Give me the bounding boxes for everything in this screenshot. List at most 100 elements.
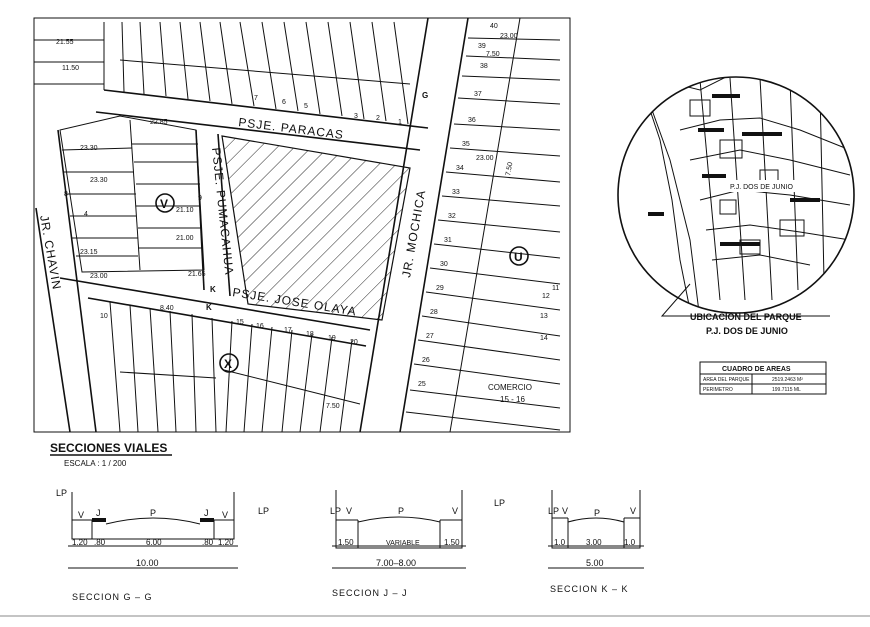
section-cut-k-label-2: K bbox=[206, 303, 212, 312]
svg-text:7.00–8.00: 7.00–8.00 bbox=[376, 558, 416, 568]
section-marker-x: X bbox=[219, 353, 239, 373]
lots-right-block bbox=[405, 17, 561, 433]
svg-text:31: 31 bbox=[444, 237, 452, 244]
svg-text:8.40: 8.40 bbox=[160, 305, 174, 312]
svg-text:23.00: 23.00 bbox=[476, 155, 494, 162]
location-title: UBICACION DEL PARQUE bbox=[690, 312, 802, 322]
svg-text:LP: LP bbox=[494, 498, 505, 508]
svg-text:U: U bbox=[514, 250, 523, 264]
section-marker-v: V bbox=[155, 193, 175, 213]
lot-measurements: 7.50 23.00 23.00 7.50 8.40 21.10 21.00 2… bbox=[56, 33, 518, 410]
svg-text:38: 38 bbox=[480, 63, 488, 70]
section-jj: LP LP V P V 1.50 VARIABLE 1.50 7.00–8.00… bbox=[330, 490, 505, 598]
svg-text:4: 4 bbox=[84, 211, 88, 218]
svg-text:23.30: 23.30 bbox=[80, 145, 98, 152]
svg-text:AREA DEL PARQUE: AREA DEL PARQUE bbox=[703, 377, 750, 383]
svg-text:LP: LP bbox=[56, 488, 67, 498]
svg-text:1.20: 1.20 bbox=[218, 538, 234, 547]
svg-text:21.10: 21.10 bbox=[176, 207, 194, 214]
svg-text:V: V bbox=[562, 506, 568, 516]
svg-text:26: 26 bbox=[422, 357, 430, 364]
svg-text:SECCION K – K: SECCION K – K bbox=[550, 584, 629, 594]
svg-text:18: 18 bbox=[306, 331, 314, 338]
svg-text:3.00: 3.00 bbox=[586, 538, 602, 547]
svg-text:V: V bbox=[78, 510, 84, 520]
scale-label: ESCALA : 1 / 200 bbox=[64, 459, 127, 468]
svg-text:10.00: 10.00 bbox=[136, 558, 159, 568]
lots-top-block bbox=[34, 21, 411, 125]
svg-text:15: 15 bbox=[236, 319, 244, 326]
svg-text:5: 5 bbox=[304, 103, 308, 110]
svg-text:22.85: 22.85 bbox=[150, 119, 168, 126]
street-chavin: JR. CHAVIN bbox=[37, 214, 64, 291]
svg-text:LP: LP bbox=[330, 506, 341, 516]
svg-text:CUADRO DE AREAS: CUADRO DE AREAS bbox=[722, 366, 791, 373]
svg-text:P: P bbox=[594, 508, 600, 518]
areas-table: CUADRO DE AREAS AREA DEL PARQUE 2519.246… bbox=[699, 361, 827, 395]
svg-text:28: 28 bbox=[430, 309, 438, 316]
svg-text:V: V bbox=[160, 197, 168, 211]
svg-text:J: J bbox=[204, 508, 209, 518]
svg-text:3: 3 bbox=[354, 113, 358, 120]
svg-text:P: P bbox=[398, 506, 404, 516]
svg-text:V: V bbox=[630, 506, 636, 516]
svg-text:VARIABLE: VARIABLE bbox=[386, 540, 420, 547]
svg-text:32: 32 bbox=[448, 213, 456, 220]
svg-text:1: 1 bbox=[398, 119, 402, 126]
section-gg: LP LP V J P J V 1.20 .80 6.00 .80 1.20 1… bbox=[56, 488, 269, 602]
svg-text:14: 14 bbox=[540, 335, 548, 342]
svg-text:23.15: 23.15 bbox=[80, 249, 98, 256]
svg-text:6: 6 bbox=[282, 99, 286, 106]
comercio-label: COMERCIO 15 - 16 bbox=[488, 383, 532, 404]
svg-text:5.00: 5.00 bbox=[586, 558, 604, 568]
section-marker-u: U bbox=[509, 246, 529, 266]
svg-text:23.00: 23.00 bbox=[500, 33, 518, 40]
svg-text:2519.2463 M²: 2519.2463 M² bbox=[772, 377, 803, 383]
street-paracas: PSJE. PARACAS bbox=[238, 115, 345, 142]
svg-text:V: V bbox=[222, 510, 228, 520]
svg-text:13: 13 bbox=[540, 313, 548, 320]
svg-text:X: X bbox=[224, 357, 232, 371]
svg-text:33: 33 bbox=[452, 189, 460, 196]
plan-frame bbox=[33, 17, 571, 433]
svg-text:7.50: 7.50 bbox=[486, 51, 500, 58]
svg-text:23.30: 23.30 bbox=[90, 177, 108, 184]
svg-text:1.20: 1.20 bbox=[72, 538, 88, 547]
svg-text:34: 34 bbox=[456, 165, 464, 172]
svg-text:27: 27 bbox=[426, 333, 434, 340]
svg-text:7.50: 7.50 bbox=[505, 162, 514, 177]
svg-text:199.7115 ML: 199.7115 ML bbox=[772, 387, 801, 393]
svg-text:15 - 16: 15 - 16 bbox=[500, 395, 525, 404]
svg-text:V: V bbox=[452, 506, 458, 516]
svg-text:36: 36 bbox=[468, 117, 476, 124]
svg-text:LP: LP bbox=[548, 506, 559, 516]
svg-text:SECCION G – G: SECCION G – G bbox=[72, 592, 153, 602]
svg-text:8: 8 bbox=[64, 191, 68, 198]
park-area bbox=[221, 135, 411, 321]
svg-text:SECCION J – J: SECCION J – J bbox=[332, 588, 408, 598]
svg-text:.80: .80 bbox=[94, 538, 106, 547]
location-map: P.J. DOS DE JUNIO bbox=[617, 76, 855, 317]
svg-text:6.00: 6.00 bbox=[146, 538, 162, 547]
svg-text:20: 20 bbox=[350, 339, 358, 346]
section-cut-k-label: K bbox=[210, 285, 216, 294]
svg-text:12: 12 bbox=[542, 293, 550, 300]
map-label: P.J. DOS DE JUNIO bbox=[730, 184, 793, 191]
svg-text:1.0: 1.0 bbox=[624, 538, 636, 547]
svg-text:2: 2 bbox=[376, 115, 380, 122]
svg-text:9: 9 bbox=[198, 195, 202, 202]
svg-text:37: 37 bbox=[474, 91, 482, 98]
svg-text:10: 10 bbox=[100, 313, 108, 320]
svg-text:J: J bbox=[96, 508, 101, 518]
svg-text:7.50: 7.50 bbox=[326, 403, 340, 410]
svg-text:LP: LP bbox=[258, 506, 269, 516]
svg-text:19: 19 bbox=[328, 335, 336, 342]
lot-numbers: 40 39 38 37 36 35 34 33 32 31 30 29 28 2… bbox=[64, 23, 559, 388]
lots-bottom-block bbox=[109, 301, 361, 433]
svg-text:40: 40 bbox=[490, 23, 498, 30]
svg-text:1.50: 1.50 bbox=[444, 538, 460, 547]
svg-text:39: 39 bbox=[478, 43, 486, 50]
section-cut-g-label: G bbox=[422, 91, 428, 100]
svg-text:16: 16 bbox=[256, 323, 264, 330]
